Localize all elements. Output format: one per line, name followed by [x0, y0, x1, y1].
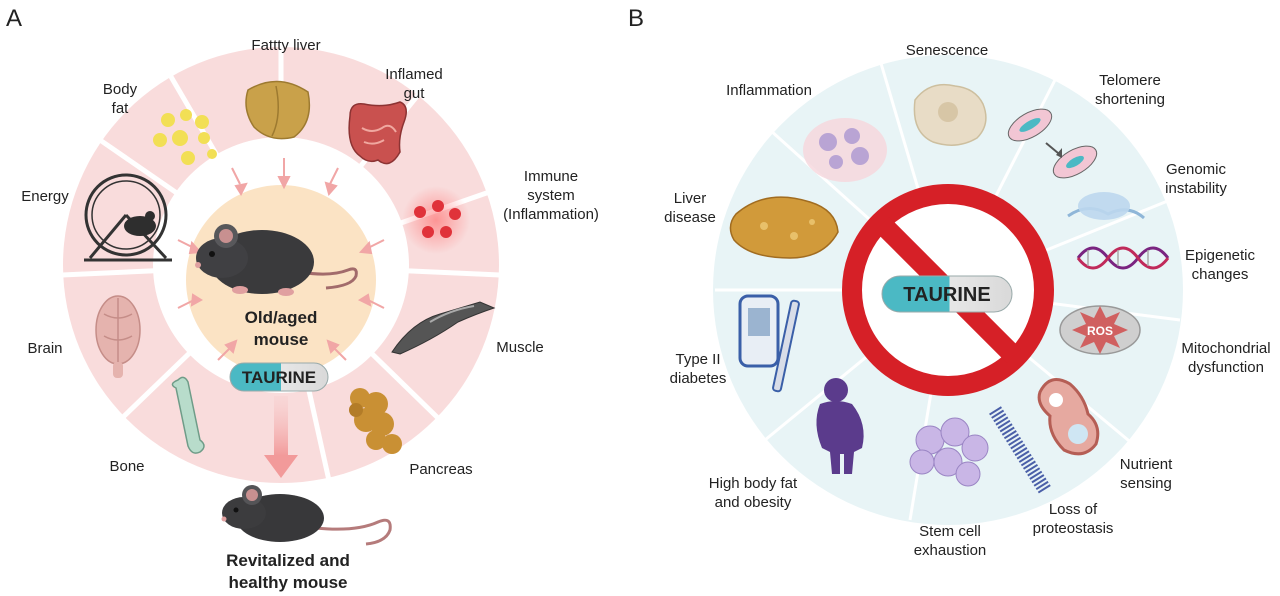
label-genomic-2: instability — [1165, 180, 1227, 197]
label-body-fat-1: Body — [103, 81, 138, 98]
label-brain: Brain — [27, 340, 62, 357]
person-obesity-icon — [816, 378, 864, 474]
label-inflammation: Inflammation — [726, 82, 812, 99]
label-stem-cell-1: Stem cell — [919, 523, 981, 540]
label-telomere-2: shortening — [1095, 91, 1165, 108]
label-proteostasis-1: Loss of — [1049, 501, 1098, 518]
panel-a: A — [6, 5, 599, 592]
label-mitochondrial-1: Mitochondrial — [1181, 340, 1270, 357]
center-label-line2: mouse — [254, 330, 309, 349]
label-pancreas: Pancreas — [409, 461, 472, 478]
label-body-fat-2: fat — [112, 100, 130, 117]
fat-droplets-icon — [153, 109, 217, 165]
label-liver-1: Liver — [674, 190, 707, 207]
panel-b-letter: B — [628, 5, 644, 32]
taurine-pill-a: TAURINE — [229, 362, 329, 392]
bottom-label-line2: healthy mouse — [228, 573, 347, 592]
label-stem-cell-2: exhaustion — [914, 542, 987, 559]
taurine-pill-b-label: TAURINE — [903, 284, 990, 306]
label-fatty-liver: Fattty liver — [251, 37, 320, 54]
senescent-cell-icon — [913, 83, 987, 146]
brain-icon — [95, 295, 141, 378]
label-obesity-1: High body fat — [709, 475, 798, 492]
label-immune-3: (Inflammation) — [503, 206, 599, 223]
panel-a-letter: A — [6, 5, 22, 32]
label-obesity-2: and obesity — [715, 494, 792, 511]
label-inflamed-gut-2: gut — [404, 85, 426, 102]
down-arrow — [264, 396, 298, 478]
bottom-label-line1: Revitalized and — [226, 551, 350, 570]
label-proteostasis-2: proteostasis — [1033, 520, 1114, 537]
label-diabetes-1: Type II — [675, 351, 720, 368]
label-liver-2: disease — [664, 209, 716, 226]
chromosome-icon — [1007, 108, 1098, 179]
label-diabetes-2: diabetes — [670, 370, 727, 387]
label-telomere-1: Telomere — [1099, 72, 1161, 89]
label-nutrient-1: Nutrient — [1120, 456, 1173, 473]
label-genomic-1: Genomic — [1166, 161, 1227, 178]
label-inflamed-gut-1: Inflamed — [385, 66, 443, 83]
healthy-mouse-icon — [221, 485, 392, 546]
label-nutrient-2: sensing — [1120, 475, 1172, 492]
nutrient-cell-icon — [1037, 378, 1100, 456]
inward-arrows — [177, 158, 385, 361]
center-label-line1: Old/aged — [245, 308, 318, 327]
label-epigenetic-1: Epigenetic — [1185, 247, 1256, 264]
liver-icon — [245, 80, 311, 140]
inflamed-cells-icon — [803, 118, 887, 182]
bone-icon — [171, 376, 205, 454]
taurine-pill-a-label: TAURINE — [242, 368, 316, 387]
mitochondrion-ros-icon: ROS — [1059, 305, 1141, 355]
label-mitochondrial-2: dysfunction — [1188, 359, 1264, 376]
label-bone: Bone — [109, 458, 144, 475]
label-muscle: Muscle — [496, 339, 544, 356]
pancreas-icon — [349, 388, 402, 454]
glucometer-icon — [738, 294, 800, 393]
label-energy: Energy — [21, 188, 69, 205]
aged-mouse-icon — [195, 224, 358, 296]
diseased-liver-icon — [729, 196, 839, 259]
dna-damage-icon — [1067, 192, 1145, 220]
stem-cell-cluster-icon — [909, 417, 989, 487]
dna-helix-icon — [1076, 246, 1170, 270]
ros-label: ROS — [1087, 324, 1113, 338]
panel-b: B — [628, 5, 1271, 559]
label-senescence: Senescence — [906, 42, 989, 59]
label-epigenetic-2: changes — [1192, 266, 1249, 283]
taurine-pill-b: TAURINE — [881, 275, 1013, 313]
muscle-icon — [391, 301, 496, 355]
label-immune-1: Immune — [524, 168, 578, 185]
label-immune-2: system — [527, 187, 575, 204]
hamster-wheel-icon — [84, 173, 172, 262]
inflammation-cells-icon — [402, 186, 470, 254]
intestine-icon — [348, 101, 407, 165]
